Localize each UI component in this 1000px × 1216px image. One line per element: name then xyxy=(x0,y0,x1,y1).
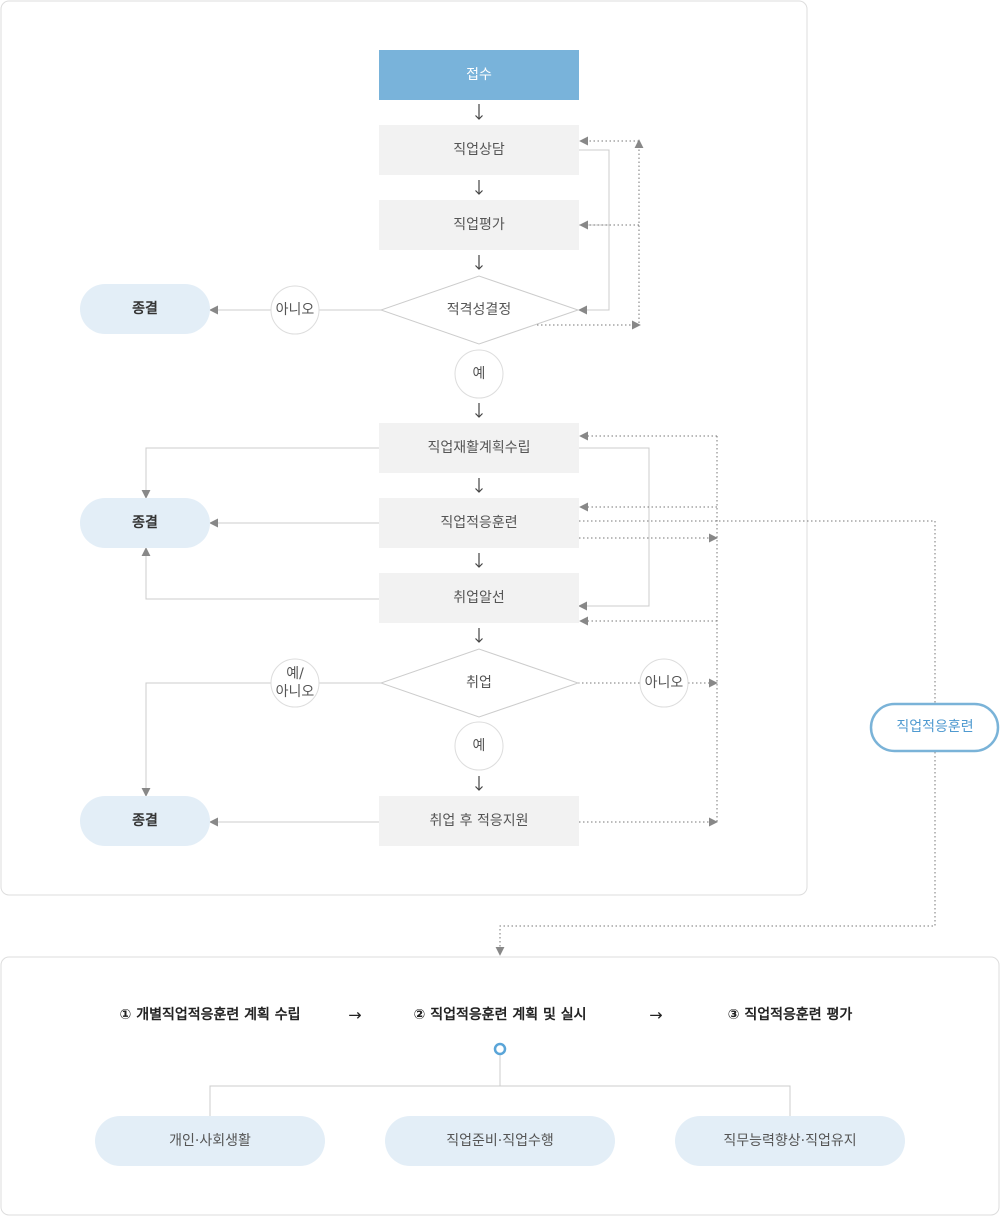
step-3: ③ 직업적응훈련 평가 xyxy=(728,1006,853,1023)
yes-label-2: 예 xyxy=(473,738,486,754)
down-arrow-icon xyxy=(475,255,483,270)
area-label-2: 직업준비·직업수행 xyxy=(446,1133,554,1149)
plan-label: 직업재활계획수립 xyxy=(427,440,530,456)
yes-no-label-line2: 아니오 xyxy=(276,684,315,700)
reception-label: 접수 xyxy=(466,67,492,83)
solid-connectors xyxy=(141,149,791,1116)
end-box-2 xyxy=(80,498,210,548)
no-label-2: 아니오 xyxy=(645,675,684,691)
yes-no-label-line1: 예/ xyxy=(286,666,304,682)
reception-box xyxy=(379,50,579,100)
post-support-box xyxy=(379,796,579,846)
down-arrow-icon xyxy=(475,478,483,493)
training-tag xyxy=(869,702,1000,753)
step-1: ① 개별직업적응훈련 계획 수립 xyxy=(119,1006,300,1023)
counseling-label: 직업상담 xyxy=(453,142,505,158)
down-arrow-icon xyxy=(475,104,483,120)
area-label-3: 직무능력향상·직업유지 xyxy=(723,1133,856,1149)
step-arrow-1: → xyxy=(348,1006,361,1025)
no-circle-1 xyxy=(270,285,320,335)
evaluation-box xyxy=(379,200,579,250)
training-label: 직업적응훈련 xyxy=(440,515,517,531)
placement-box xyxy=(379,573,579,623)
area-box-1 xyxy=(95,1116,325,1166)
end-box-1 xyxy=(80,284,210,334)
plan-box xyxy=(379,423,579,473)
down-arrow-icon xyxy=(475,403,483,418)
dotted-connectors xyxy=(495,136,936,956)
area-box-3 xyxy=(675,1116,905,1166)
flow-arrows xyxy=(475,104,483,791)
area-box-2 xyxy=(385,1116,615,1166)
down-arrow-icon xyxy=(475,776,483,791)
eligibility-label: 적격성결정 xyxy=(447,302,511,318)
down-arrow-icon xyxy=(475,628,483,643)
training-tag-label: 직업적응훈련 xyxy=(896,719,973,735)
post-support-label: 취업 후 적응지원 xyxy=(429,813,528,829)
down-arrow-icon xyxy=(475,553,483,568)
training-box xyxy=(379,498,579,548)
end-label-3: 종결 xyxy=(132,812,158,829)
down-arrow-icon xyxy=(475,180,483,195)
end-box-3 xyxy=(80,796,210,846)
yes-no-circle xyxy=(270,658,320,708)
end-label-2: 종결 xyxy=(132,514,158,531)
yes-circle-1 xyxy=(454,349,504,399)
step-arrow-2: → xyxy=(649,1006,662,1025)
no-label-1: 아니오 xyxy=(276,302,315,318)
counseling-box xyxy=(379,125,579,175)
step-marker-dot xyxy=(493,1042,507,1056)
yes-circle-2 xyxy=(454,721,504,771)
flow-nodes xyxy=(80,50,1000,1166)
employment-diamond xyxy=(379,648,580,718)
eligibility-diamond xyxy=(379,275,580,345)
employment-label: 취업 xyxy=(466,675,492,691)
yes-label-1: 예 xyxy=(473,366,486,382)
area-label-1: 개인·사회생활 xyxy=(169,1133,251,1149)
step-2: ② 직업적응훈련 계획 및 실시 xyxy=(413,1006,586,1023)
end-label-1: 종결 xyxy=(132,300,158,317)
no-circle-2 xyxy=(639,658,689,708)
placement-label: 취업알선 xyxy=(453,590,505,606)
evaluation-label: 직업평가 xyxy=(453,217,505,233)
